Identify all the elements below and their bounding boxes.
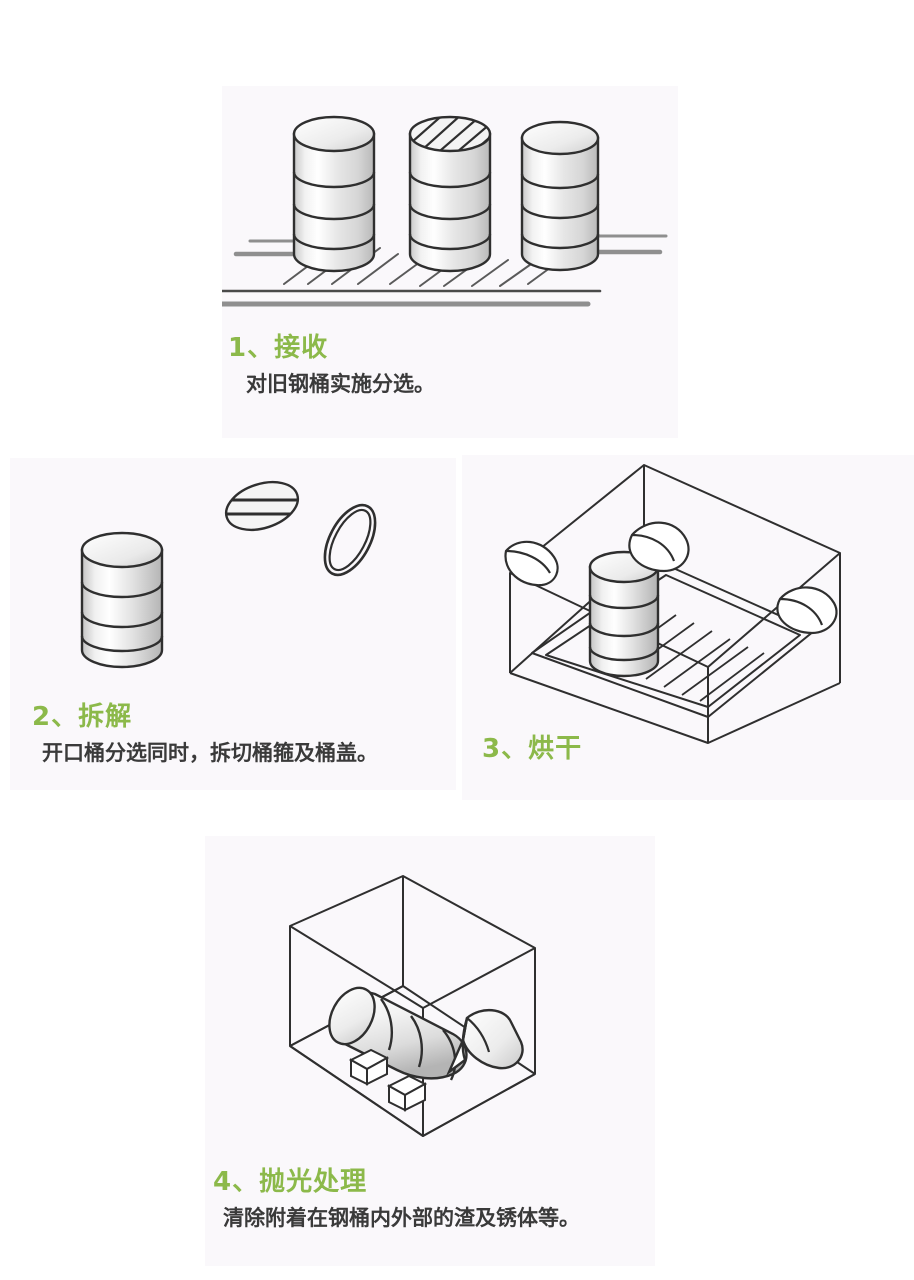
- step-4-title: 4、抛光处理: [213, 1167, 368, 1197]
- drum-right: [520, 120, 600, 272]
- step-1-title: 1、接收: [228, 333, 329, 363]
- blower-nozzle-back: [628, 521, 690, 573]
- polishing-chamber-illustration: [289, 875, 536, 1137]
- step-3-caption: 3、烘干: [462, 733, 914, 766]
- drum-inside-oven: [588, 550, 660, 678]
- step-panel-3: 3、烘干: [462, 455, 914, 800]
- step-panel-4: 4、抛光处理 清除附着在钢桶内外部的渣及锈体等。: [205, 836, 655, 1266]
- step-4-description: 清除附着在钢桶内外部的渣及锈体等。: [223, 1205, 580, 1230]
- step-4-caption: 4、抛光处理 清除附着在钢桶内外部的渣及锈体等。: [205, 1166, 655, 1232]
- blower-nozzle-right: [776, 586, 838, 635]
- drum-roller-stands: [348, 1048, 428, 1112]
- step-2-title: 2、拆解: [32, 702, 133, 732]
- step-panel-1: 1、接收 对旧钢桶实施分选。: [222, 86, 678, 438]
- step-2-caption: 2、拆解 开口桶分选同时，拆切桶箍及桶盖。: [10, 701, 456, 767]
- blower-nozzle-left: [504, 540, 559, 587]
- step-1-description: 对旧钢桶实施分选。: [246, 371, 435, 396]
- drum-lid: [220, 480, 304, 532]
- drum-ring: [323, 503, 377, 577]
- three-steel-drums-on-conveyor-illustration: [222, 115, 668, 307]
- chamber-top-face: [289, 875, 536, 1009]
- step-3-title: 3、烘干: [482, 734, 583, 764]
- step-panel-2: 2、拆解 开口桶分选同时，拆切桶箍及桶盖。: [10, 458, 456, 790]
- drying-oven-illustration: [504, 464, 841, 744]
- oven-floor-platform: [531, 562, 815, 718]
- drum-left: [292, 115, 376, 273]
- drum-middle: [408, 115, 492, 273]
- drum-with-detached-lid-and-ring-illustration: [80, 480, 377, 669]
- step-2-description: 开口桶分选同时，拆切桶箍及桶盖。: [42, 740, 378, 765]
- step-1-caption: 1、接收 对旧钢桶实施分选。: [222, 332, 678, 398]
- horizontal-drum: [328, 986, 468, 1081]
- drum-body: [80, 531, 164, 669]
- polishing-nozzle: [446, 1009, 524, 1076]
